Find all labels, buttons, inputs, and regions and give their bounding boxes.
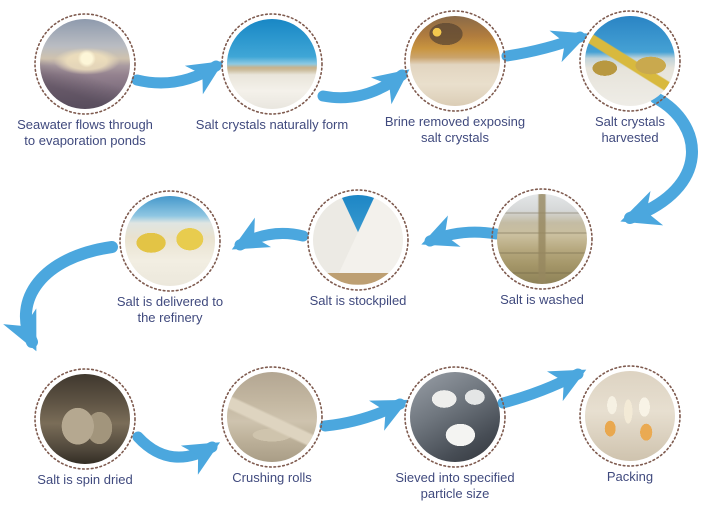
step-salt-delivered-refinery: Salt is delivered to the refinery	[115, 186, 225, 325]
brine-removal-machine-photo	[410, 16, 500, 106]
dotted-ring	[491, 188, 593, 290]
arrow-seawater-to-crystals-form	[131, 60, 224, 95]
step-salt-crystals-harvested: Salt crystals harvested	[575, 6, 685, 145]
dotted-ring	[34, 368, 136, 470]
arrow-washed-to-stockpiled	[421, 215, 502, 247]
arrow-sieved-to-packing	[497, 368, 587, 409]
step-caption: Packing	[606, 469, 654, 484]
dotted-ring	[579, 365, 681, 467]
arrow-spin-dried-to-crushing	[132, 431, 221, 475]
excavator-truck-delivery-photo	[125, 196, 215, 286]
arrow-stockpiled-to-delivered	[231, 217, 309, 251]
step-crushing-rolls: Crushing rolls	[217, 362, 327, 485]
step-caption: Crushing rolls	[232, 470, 312, 485]
arrow-crushing-to-sieved	[319, 398, 409, 432]
arrow-crystals-form-to-brine-removed	[317, 69, 410, 105]
step-salt-washed: Salt is washed	[487, 184, 597, 307]
spin-dryer-drums-photo	[40, 374, 130, 464]
step-salt-stockpiled: Salt is stockpiled	[303, 185, 413, 308]
salt-flat-blue-sky-photo	[227, 19, 317, 109]
crushing-rolls-machine-photo	[227, 372, 317, 462]
step-caption: Salt is delivered to the refinery	[116, 294, 224, 326]
step-caption: Brine removed exposing salt crystals	[384, 114, 526, 146]
harvester-loading-truck-photo	[585, 16, 675, 106]
step-caption: Salt is stockpiled	[309, 293, 407, 308]
dotted-ring	[119, 190, 221, 292]
salt-shaker-containers-photo	[585, 371, 675, 461]
seawater-evaporation-pond-sunset-photo	[40, 19, 130, 109]
dotted-ring	[404, 10, 506, 112]
dotted-ring	[221, 13, 323, 115]
step-sieved-particle-size: Sieved into specified particle size	[395, 362, 515, 501]
dotted-ring	[579, 10, 681, 112]
step-caption: Salt is washed	[500, 292, 584, 307]
white-salt-stockpile-photo	[313, 195, 403, 285]
step-brine-removed: Brine removed exposing salt crystals	[385, 6, 525, 145]
step-caption: Seawater flows through to evaporation po…	[17, 117, 153, 149]
dotted-ring	[34, 13, 136, 115]
arrow-brine-removed-to-harvested	[501, 30, 589, 63]
step-packing: Packing	[575, 361, 685, 484]
dotted-ring	[404, 366, 506, 468]
dotted-ring	[221, 366, 323, 468]
step-salt-crystals-form: Salt crystals naturally form	[196, 9, 348, 132]
step-caption: Salt crystals naturally form	[195, 117, 349, 132]
sieve-tubes-salt-crystals-photo	[410, 372, 500, 462]
arrow-harvested-to-washed	[620, 92, 698, 226]
step-caption: Salt crystals harvested	[594, 114, 666, 146]
step-caption: Sieved into specified particle size	[395, 470, 515, 502]
step-seawater-evaporation-ponds: Seawater flows through to evaporation po…	[17, 9, 153, 148]
dotted-ring	[307, 189, 409, 291]
arrow-delivered-to-spin-dried	[3, 241, 118, 352]
washing-plant-photo	[497, 194, 587, 284]
step-caption: Salt is spin dried	[37, 472, 133, 487]
step-salt-spin-dried: Salt is spin dried	[30, 364, 140, 487]
